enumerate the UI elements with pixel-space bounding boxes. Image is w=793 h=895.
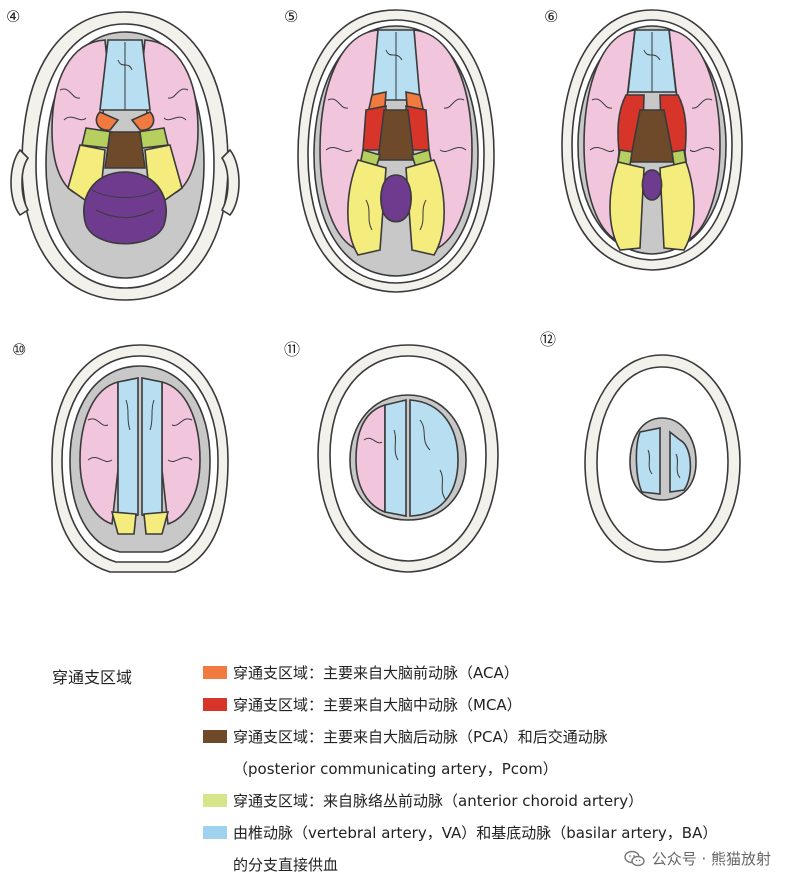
legend-row-mca: 穿通支区域：主要来自大脑中动脉（MCA）	[203, 688, 788, 720]
slice-12: ⑫	[540, 330, 741, 563]
legend-row-pcom: （posterior communicating artery，Pcom）	[203, 752, 788, 784]
slice-label: ④	[6, 7, 20, 26]
legend-text: 穿通支区域：来自脉络丛前动脉（anterior choroid artery）	[233, 791, 644, 810]
legend-text: 穿通支区域：主要来自大脑中动脉（MCA）	[233, 695, 522, 714]
slice-10: ⑩	[12, 340, 229, 573]
slice-label: ⑤	[284, 7, 298, 26]
legend-row-choroid: 穿通支区域：来自脉络丛前动脉（anterior choroid artery）	[203, 784, 788, 816]
slice-11: ⑪	[284, 340, 499, 573]
slice-label: ⑫	[540, 330, 556, 349]
legend-heading: 穿通支区域	[52, 668, 133, 687]
red-swatch	[203, 697, 227, 711]
slice-label: ⑩	[12, 340, 26, 359]
legend-text: 穿通支区域：主要来自大脑后动脉（PCA）和后交通动脉	[233, 727, 608, 746]
legend-row-pca: 穿通支区域：主要来自大脑后动脉（PCA）和后交通动脉	[203, 720, 788, 752]
slice-6: ⑥	[544, 7, 743, 271]
legend-row-va-ba-cont: 的分支直接供血	[203, 848, 788, 880]
legend-row-va-ba: 由椎动脉（vertebral artery，VA）和基底动脉（basilar a…	[203, 816, 788, 848]
green-swatch	[203, 793, 227, 807]
orange-swatch	[203, 665, 227, 679]
legend-text: 的分支直接供血	[233, 855, 339, 874]
slice-label: ⑪	[284, 340, 300, 359]
watermark: 公众号 · 熊猫放射	[623, 848, 771, 869]
legend-text: 由椎动脉（vertebral artery，VA）和基底动脉（basilar a…	[233, 823, 718, 842]
brown-swatch	[203, 729, 227, 743]
legend-text: 穿通支区域：主要来自大脑前动脉（ACA）	[233, 663, 519, 682]
legend-text: （posterior communicating artery，Pcom）	[233, 759, 558, 778]
brain-slices-figure: .o { stroke: #3a3a3a; stroke-width: 1.6;…	[6, 7, 743, 573]
watermark-text: 公众号 · 熊猫放射	[651, 850, 771, 868]
slice-4: ④	[6, 7, 240, 301]
legend: 穿通支区域：主要来自大脑前动脉（ACA） 穿通支区域：主要来自大脑中动脉（MCA…	[203, 656, 788, 880]
blue-swatch	[203, 825, 227, 839]
legend-row-aca: 穿通支区域：主要来自大脑前动脉（ACA）	[203, 656, 788, 688]
slice-5: ⑤	[284, 7, 495, 293]
wechat-icon	[623, 850, 645, 866]
slice-label: ⑥	[544, 7, 558, 26]
